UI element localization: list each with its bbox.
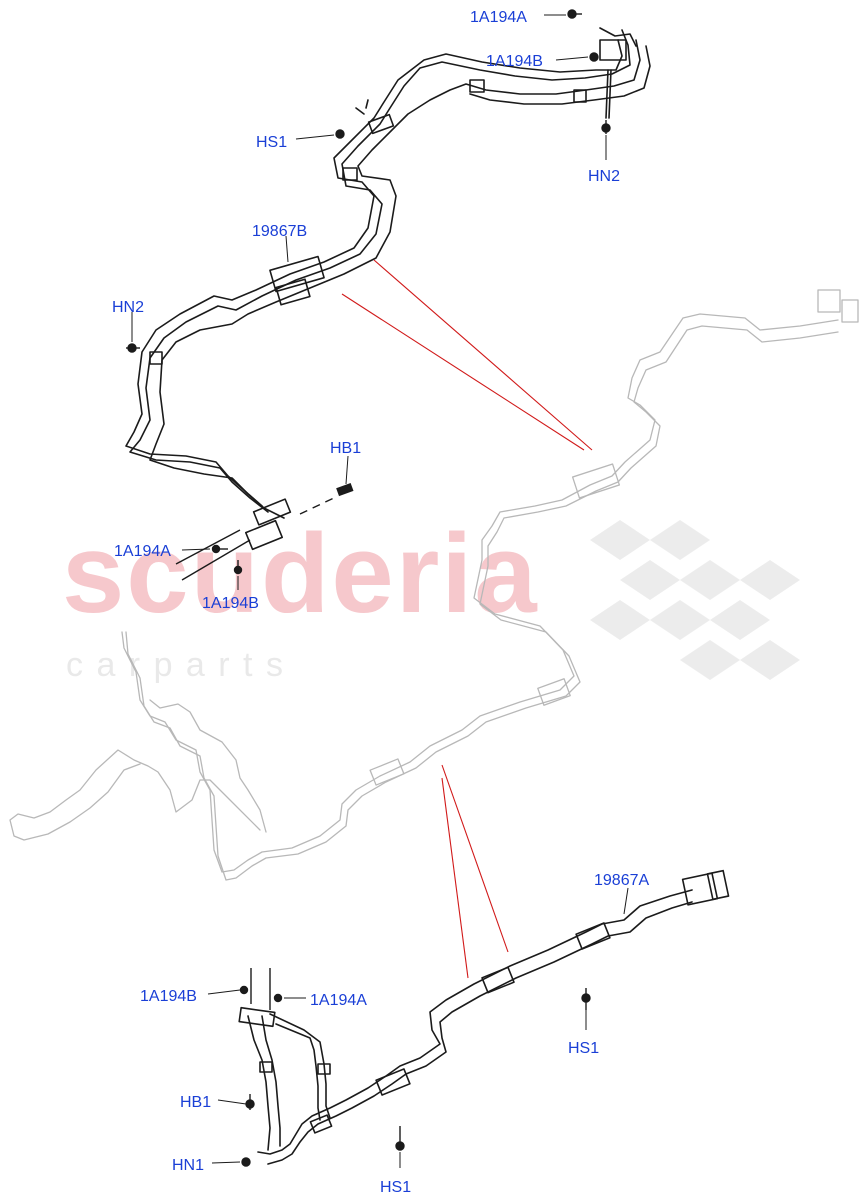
- label-hs1-right: HS1: [568, 1040, 599, 1057]
- lower-pipe-assembly: [238, 869, 730, 1165]
- upper-fasteners: [126, 9, 611, 581]
- ghost-assembly: [9, 289, 859, 881]
- clip-1a194a-top: [567, 9, 577, 19]
- label-1a194b-mid: 1A194B: [202, 595, 259, 612]
- screw-hs1-top: [335, 129, 345, 139]
- nut-hn1: [241, 1157, 251, 1167]
- label-hs1-top: HS1: [256, 134, 287, 151]
- clip-1a194b-bottom: [239, 985, 249, 995]
- watermark-checker: [590, 520, 800, 680]
- label-leaders: [131, 14, 629, 1168]
- label-hb1-top: HB1: [330, 440, 361, 457]
- label-hn2-right: HN2: [588, 168, 620, 185]
- upper-pipe-assembly: [125, 27, 651, 551]
- label-1a194a-top: 1A194A: [470, 9, 527, 26]
- part-labels: 1A194A 1A194B HS1 HN2 19867B HN2 HB1 1A1…: [112, 9, 649, 1196]
- label-19867b: 19867B: [252, 223, 307, 240]
- label-1a194b-bottom: 1A194B: [140, 988, 197, 1005]
- label-1a194a-mid: 1A194A: [114, 543, 171, 560]
- leader-lines: [341, 259, 593, 979]
- clip-1a194b-top: [589, 52, 599, 62]
- clip-1a194a-bottom: [273, 993, 283, 1003]
- label-19867a: 19867A: [594, 872, 649, 889]
- watermark: scuderia c a r p a r t s: [62, 511, 800, 684]
- lower-fasteners: [239, 968, 591, 1167]
- clip-1a194a-mid: [211, 544, 221, 554]
- label-1a194a-bottom: 1A194A: [310, 992, 367, 1009]
- label-1a194b-top: 1A194B: [486, 53, 543, 70]
- label-hn1: HN1: [172, 1157, 204, 1174]
- label-hb1-bottom: HB1: [180, 1094, 211, 1111]
- label-hn2-left: HN2: [112, 299, 144, 316]
- watermark-brand: scuderia: [62, 511, 539, 636]
- watermark-sub: c a r p a r t s: [66, 646, 285, 684]
- label-hs1-bottom: HS1: [380, 1179, 411, 1196]
- bolt-hb1-top: [336, 482, 354, 497]
